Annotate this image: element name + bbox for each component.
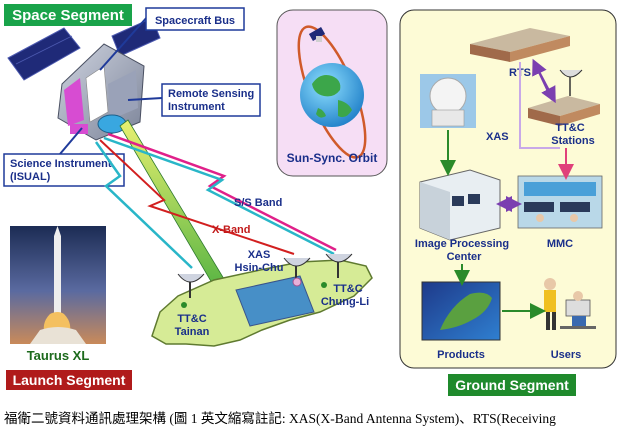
svg-text:Science Instrument: Science Instrument bbox=[10, 158, 112, 170]
rocket-label: Taurus XL bbox=[27, 348, 90, 363]
tainan-label: Tainan bbox=[175, 326, 210, 338]
rocket-launch-photo bbox=[10, 226, 106, 344]
orbit-label: Sun-Sync. Orbit bbox=[287, 151, 378, 165]
figure-caption: 福衛二號資料通訊處理架構 (圖 1 英文縮寫註記: XAS(X-Band Ant… bbox=[4, 407, 620, 427]
ipc-label: Image Processing bbox=[415, 238, 509, 250]
callout-remote-sensing: Remote Sensing Instrument bbox=[128, 84, 260, 116]
x-band-label: X-Band bbox=[212, 224, 251, 236]
ground-ttc-label: TT&C bbox=[555, 122, 584, 134]
chungli-ttc-label: TT&C bbox=[333, 283, 362, 295]
xas-label: XAS bbox=[248, 249, 271, 261]
ss-band-label: S/S Band bbox=[234, 197, 282, 209]
ground-segment-badge: Ground Segment bbox=[448, 374, 576, 396]
products-image-icon bbox=[422, 282, 500, 340]
svg-text:Ground Segment: Ground Segment bbox=[455, 377, 569, 393]
mmc-label: MMC bbox=[547, 238, 573, 250]
space-segment-label: Space Segment bbox=[12, 7, 124, 24]
svg-text:Instrument: Instrument bbox=[168, 101, 225, 113]
tainan-ttc-label: TT&C bbox=[177, 313, 206, 325]
svg-text:Launch Segment: Launch Segment bbox=[13, 372, 126, 388]
svg-text:(ISUAL): (ISUAL) bbox=[10, 171, 51, 183]
users-label: Users bbox=[551, 349, 582, 361]
ground-xas-label: XAS bbox=[486, 131, 509, 143]
chungli-label: Chung-Li bbox=[321, 296, 369, 308]
xas-radome-icon bbox=[420, 74, 476, 128]
ipc-center-label: Center bbox=[447, 251, 483, 263]
hsinchu-label: Hsin-Chu bbox=[235, 262, 284, 274]
ground-stations-label: Stations bbox=[551, 135, 594, 147]
orbit-panel: Sun-Sync. Orbit bbox=[277, 10, 387, 176]
space-segment-badge: Space Segment bbox=[4, 4, 132, 26]
svg-text:Remote Sensing: Remote Sensing bbox=[168, 88, 254, 100]
image-processing-center-icon bbox=[420, 170, 500, 240]
products-label: Products bbox=[437, 349, 485, 361]
mmc-control-room-icon bbox=[518, 176, 602, 228]
svg-text:Spacecraft Bus: Spacecraft Bus bbox=[155, 15, 235, 27]
satellite-icon bbox=[8, 18, 160, 140]
launch-segment-badge: Launch Segment bbox=[6, 370, 132, 390]
